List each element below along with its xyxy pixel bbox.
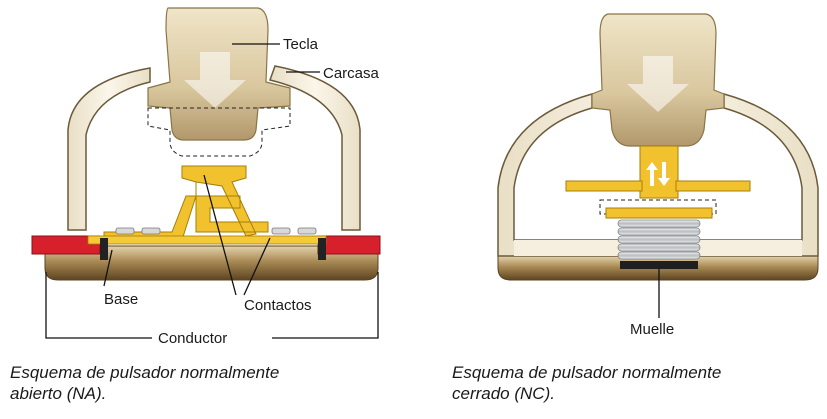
label-spring: Muelle — [630, 321, 674, 338]
down-arrow-icon — [184, 52, 246, 108]
nc-contact-right — [675, 180, 751, 192]
na-terminal-right — [317, 235, 381, 255]
caption-na: Esquema de pulsador normalmente abierto … — [10, 362, 390, 404]
nc-stem — [639, 145, 679, 199]
leader-line — [45, 272, 379, 339]
na-pad — [141, 227, 161, 235]
label-base: Base — [104, 291, 138, 308]
label-contacts: Contactos — [244, 297, 312, 314]
na-pad — [297, 227, 317, 235]
up-down-arrows-icon — [646, 162, 670, 186]
caption-na-line2: abierto (NA). — [10, 384, 107, 403]
caption-nc: Esquema de pulsador normalmente cerrado … — [452, 362, 822, 404]
down-arrow-icon — [627, 56, 689, 112]
leader-line — [203, 174, 271, 296]
caption-na-line1: Esquema de pulsador normalmente — [10, 363, 280, 382]
nc-plate — [605, 207, 713, 219]
label-housing: Carcasa — [323, 65, 380, 82]
label-conductor: Conductor — [158, 330, 227, 347]
na-housing-right — [269, 65, 361, 231]
label-key: Tecla — [283, 36, 319, 53]
diagram-na: Tecla Carcasa Base Contactos Conductor — [31, 7, 381, 347]
na-post — [100, 238, 108, 260]
nc-spring — [617, 219, 701, 260]
na-pad — [115, 227, 135, 235]
na-key-rest-outline — [147, 107, 291, 157]
nc-spring-seat — [620, 261, 698, 269]
diagram-nc: Muelle — [497, 13, 819, 338]
na-upper-contact — [181, 165, 269, 237]
caption-nc-line2: cerrado (NC). — [452, 384, 555, 403]
na-contact-strip — [87, 235, 327, 245]
caption-nc-line1: Esquema de pulsador normalmente — [452, 363, 722, 382]
nc-plate-outline — [599, 199, 717, 215]
na-pad — [271, 227, 291, 235]
nc-contact-left — [565, 180, 643, 192]
leader-line — [103, 249, 113, 287]
na-housing — [67, 67, 151, 231]
na-post — [318, 238, 326, 260]
